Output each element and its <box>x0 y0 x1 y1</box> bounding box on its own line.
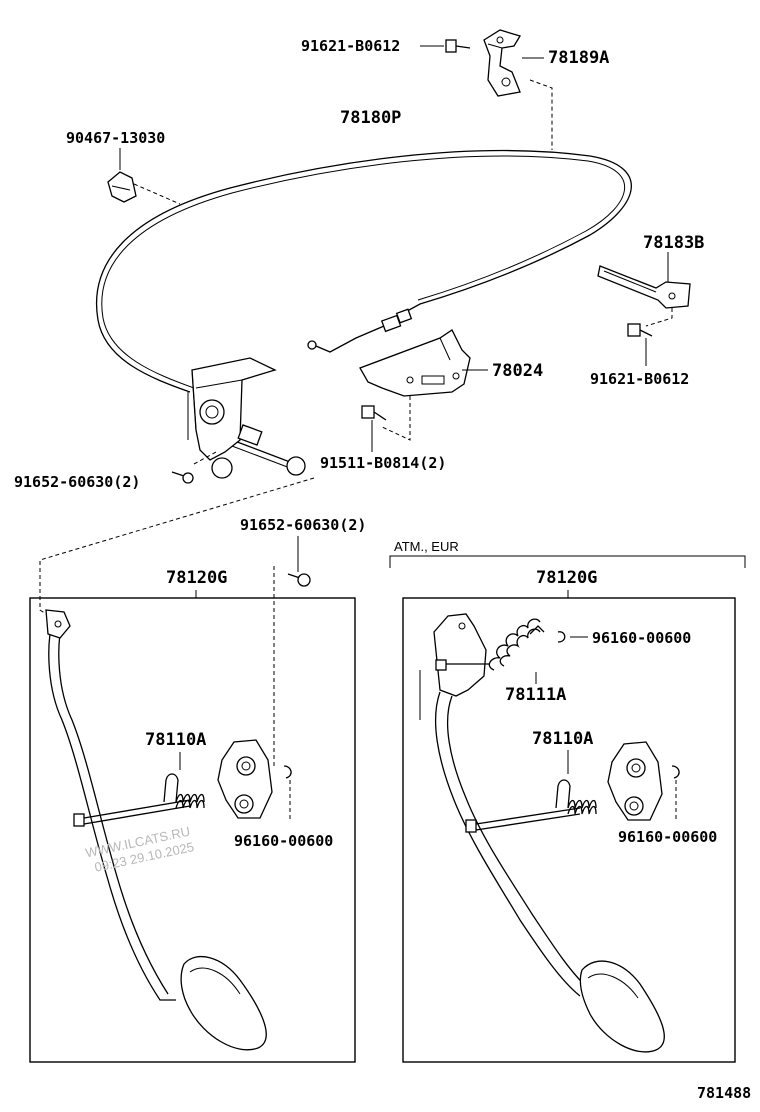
figure-number: 781488 <box>697 1084 751 1102</box>
label-78110A-left: 78110A <box>145 730 206 750</box>
label-78189A: 78189A <box>548 48 609 68</box>
dashed-cable-to-pedal <box>39 477 315 619</box>
watermark: WWW.ILCATS.RU 09:23 29.10.2025 <box>84 824 195 875</box>
clip-96160-right <box>671 765 680 779</box>
label-96160-00600-right: 96160-00600 <box>618 828 717 846</box>
pedal-arm-right <box>419 613 665 1053</box>
pedal-bracket-left <box>217 739 273 819</box>
label-91652-60630-mid: 91652-60630(2) <box>240 516 366 534</box>
pedal-bracket-right <box>607 741 663 821</box>
pedal-shaft-left <box>73 799 191 827</box>
bracket-78183B <box>597 265 691 309</box>
variant-bracket <box>389 555 746 568</box>
label-78111A: 78111A <box>505 685 566 705</box>
label-90467-13030: 90467-13030 <box>66 129 165 147</box>
label-91652-60630-left: 91652-60630(2) <box>14 473 140 491</box>
dashed-78024 <box>379 396 411 441</box>
spring-78111A <box>488 618 545 671</box>
bolt-91511 <box>361 405 387 421</box>
pedal-box-left <box>29 597 356 1063</box>
label-78110A-right: 78110A <box>532 729 593 749</box>
label-91511-B0814: 91511-B0814(2) <box>320 454 446 472</box>
bracket-78024 <box>359 329 471 397</box>
accelerator-cable-78180P <box>96 149 632 469</box>
label-91621-B0612-right: 91621-B0612 <box>590 370 689 388</box>
dashed-78183B <box>645 308 673 327</box>
bolt-91621-right <box>627 323 653 337</box>
bolt-91621-top <box>445 39 471 53</box>
pedal-shaft-right <box>465 807 581 833</box>
pedal-box-right <box>402 597 736 1063</box>
bolt-91652-mid <box>287 573 311 587</box>
clip-96160-right-top <box>557 631 566 643</box>
label-78183B: 78183B <box>643 233 704 253</box>
label-96160-00600-right-top: 96160-00600 <box>592 629 691 647</box>
label-78120G-left: 78120G <box>166 568 227 588</box>
label-78024: 78024 <box>492 361 543 381</box>
clip-90467-13030 <box>107 171 137 203</box>
label-78180P: 78180P <box>340 108 401 128</box>
bolt-91652-left <box>171 471 194 484</box>
spring-78110A-left <box>163 773 205 809</box>
dashed-78189A <box>529 79 553 150</box>
cable-bracket-lower <box>187 357 306 479</box>
label-91621-B0612-top: 91621-B0612 <box>301 37 400 55</box>
clip-96160-left <box>283 765 292 779</box>
bracket-78189A <box>483 29 521 97</box>
dashed-90467 <box>133 183 181 205</box>
spring-78110A-right <box>555 779 597 815</box>
pedal-arm-left <box>45 609 267 1051</box>
label-78120G-right: 78120G <box>536 568 597 588</box>
label-96160-00600-left: 96160-00600 <box>234 832 333 850</box>
label-variant-atm-eur: ATM., EUR <box>394 539 459 554</box>
